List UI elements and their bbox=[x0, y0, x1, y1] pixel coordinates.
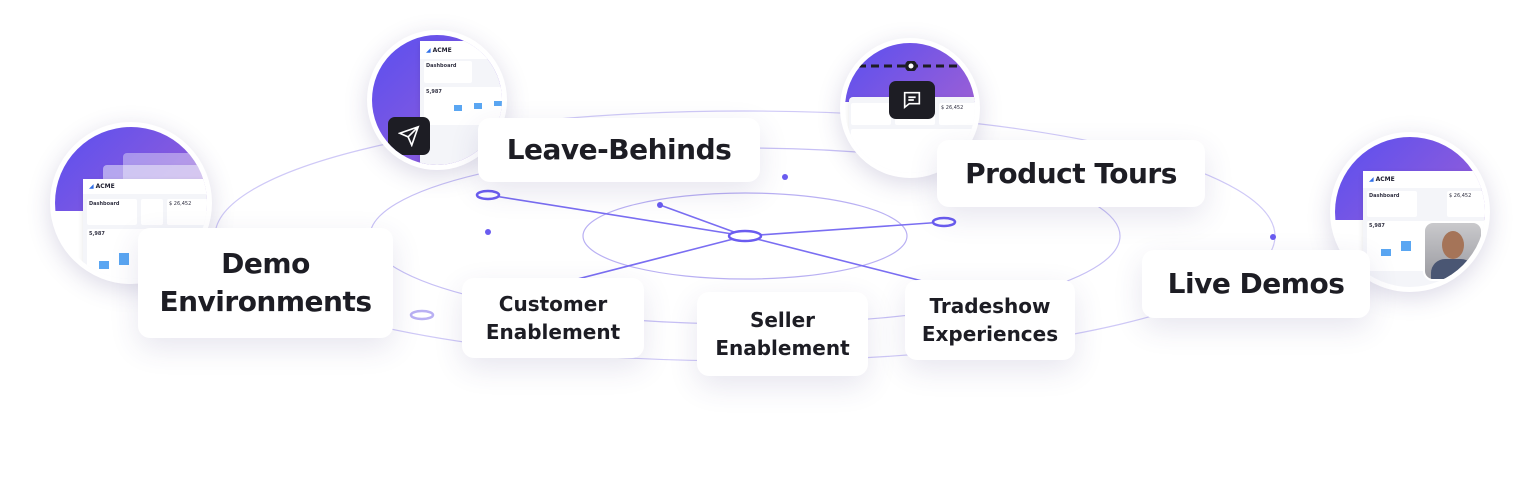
leave-behinds-thumbnail: ◢ACME Dashboard 5,987 bbox=[367, 30, 507, 170]
product-tours-thumbnail: $ 26,452 bbox=[840, 38, 980, 178]
brand-logo: ACME bbox=[95, 183, 115, 191]
node bbox=[475, 189, 501, 201]
label-leave-behinds: Leave-Behinds bbox=[478, 118, 760, 182]
dashboard-title: Dashboard bbox=[89, 201, 120, 207]
amount: $ 26,452 bbox=[1449, 193, 1472, 199]
metric: 5,987 bbox=[89, 231, 105, 237]
amount: $ 26,452 bbox=[169, 201, 192, 207]
dashboard-title: Dashboard bbox=[426, 63, 457, 69]
node-dot bbox=[1270, 234, 1276, 240]
connector-line bbox=[744, 235, 931, 284]
label-live-demos: Live Demos bbox=[1142, 250, 1370, 318]
metric: 5,987 bbox=[426, 89, 442, 95]
brand-logo: ACME bbox=[1375, 175, 1395, 183]
live-demos-thumbnail: ◢ACME Dashboard $ 26,452 5,987 bbox=[1330, 132, 1490, 292]
connector-line bbox=[659, 204, 746, 237]
inner-orbit bbox=[582, 192, 908, 280]
brand-logo: ACME bbox=[432, 46, 452, 54]
metric: 5,987 bbox=[1369, 223, 1385, 229]
node-dot bbox=[485, 229, 491, 235]
dashboard-title: Dashboard bbox=[1369, 193, 1400, 199]
label-product-tours: Product Tours bbox=[937, 140, 1205, 207]
node bbox=[931, 216, 957, 228]
connector-line bbox=[744, 221, 945, 237]
presenter-avatar bbox=[1423, 221, 1483, 281]
node bbox=[409, 309, 435, 321]
amount: $ 26,452 bbox=[941, 105, 964, 111]
paper-plane-icon bbox=[388, 117, 430, 155]
chat-bubble-icon bbox=[889, 81, 935, 119]
connector-line bbox=[487, 194, 746, 237]
node-dot bbox=[657, 202, 663, 208]
node-dot bbox=[782, 174, 788, 180]
connector-line bbox=[561, 235, 746, 284]
center-node bbox=[727, 229, 763, 243]
